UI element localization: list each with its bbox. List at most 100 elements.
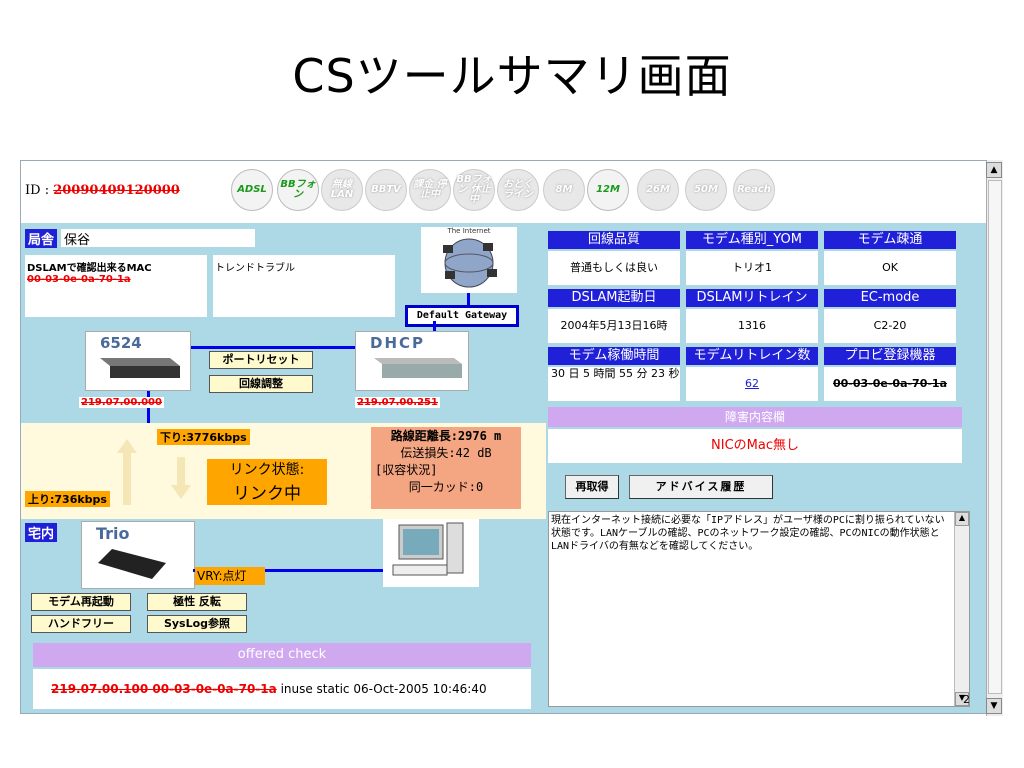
pc-device — [383, 519, 479, 587]
vry-status: VRY:点灯 — [195, 567, 265, 585]
internet-caption: The Internet — [447, 227, 491, 235]
offered-check-row: 219.07.00.100 00-03-0e-0a-70-1a inuse st… — [33, 669, 531, 709]
status-label: モデム稼働時間 — [548, 347, 680, 365]
advice-history-button[interactable]: アドバイス履歴 — [629, 475, 773, 499]
dhcp-gateway-line — [433, 321, 436, 333]
status-value: 00-03-0e-0a-70-1a — [824, 367, 956, 401]
dhcp-label: DHCP — [370, 334, 426, 352]
slide-title: CSツールサマリ画面 — [292, 49, 732, 103]
service-pill: BBフォン 休止中 — [453, 169, 495, 211]
status-label: EC-mode — [824, 289, 956, 307]
line-loss: 伝送損失:42 dB — [400, 446, 492, 460]
modem-device: Trio — [81, 521, 195, 589]
service-pill: 50M — [685, 169, 727, 211]
dslam-device: 6524 — [85, 331, 191, 391]
service-pill: 26M — [637, 169, 679, 211]
advice-textarea[interactable]: 現在インターネット接続に必要な「IPアドレス」がユーザ様のPCに割り振られていな… — [548, 511, 970, 707]
dhcp-icon — [374, 358, 462, 378]
id-label: ID : — [25, 183, 50, 198]
status-value: 1316 — [686, 309, 818, 343]
dhcp-device: DHCP — [355, 331, 469, 391]
service-pill: 無線LAN — [321, 169, 363, 211]
service-pill: 課金 停止中 — [409, 169, 451, 211]
status-label: プロビ登録機器 — [824, 347, 956, 365]
service-pill: ADSL — [231, 169, 273, 211]
default-gateway: Default Gateway — [405, 305, 519, 327]
status-value: 2004年5月13日16時 — [548, 309, 680, 343]
dslam-dhcp-line — [189, 346, 375, 349]
home-label: 宅内 — [25, 523, 58, 542]
scroll-down-icon[interactable]: ▼ — [986, 698, 1002, 714]
link-status-value: リンク中 — [233, 484, 301, 504]
fault-title: 障害内容欄 — [548, 407, 962, 427]
same-card: 同一カッド:0 — [408, 480, 484, 494]
advice-text: 現在インターネット接続に必要な「IPアドレス」がユーザ様のPCに割り振られていな… — [551, 515, 945, 552]
down-arrow-icon — [171, 457, 191, 499]
status-value: OK — [824, 251, 956, 285]
status-value[interactable]: 62 — [686, 367, 818, 401]
service-pill: 12M — [587, 169, 629, 211]
service-pill: BBTV — [365, 169, 407, 211]
service-pill: おとく ライン — [497, 169, 539, 211]
line-adjust-button[interactable]: 回線調整 — [209, 375, 313, 393]
mac-box: DSLAMで確認出来るMAC 00-03-0e-0a-70-1a — [25, 255, 207, 317]
accommodation-caption: [収容状況] — [375, 463, 438, 477]
offered-redacted: 219.07.00.100 00-03-0e-0a-70-1a — [51, 682, 277, 696]
dslam-ip: 219.07.00.000 — [79, 397, 164, 408]
hands-free-button[interactable]: ハンドフリー — [31, 615, 131, 633]
trend-box: トレンドトラブル — [213, 255, 395, 317]
polarity-reverse-button[interactable]: 極性 反転 — [147, 593, 247, 611]
customer-id: ID : 20090409120000 — [25, 183, 180, 198]
up-arrow-icon — [117, 439, 137, 505]
link-status-label: リンク状態: — [229, 462, 305, 478]
reacquire-button[interactable]: 再取得 — [565, 475, 619, 499]
scroll-up-icon[interactable]: ▲ — [986, 162, 1002, 178]
status-label: モデム種別_YOM — [686, 231, 818, 249]
mac-value: 00-03-0e-0a-70-1a — [27, 274, 131, 285]
status-label: 回線品質 — [548, 231, 680, 249]
line-distance: 路線距離長:2976 m — [390, 429, 502, 443]
syslog-button[interactable]: SysLog参照 — [147, 615, 247, 633]
mac-caption: DSLAMで確認出来るMAC — [27, 263, 152, 274]
advice-scroll-down-icon[interactable]: ▼ — [955, 692, 969, 706]
line-info: 路線距離長:2976 m 伝送損失:42 dB [収容状況] 同一カッド:0 — [371, 427, 521, 509]
dslam-label: 6524 — [100, 334, 142, 352]
modem-icon — [98, 549, 166, 579]
scroll-thumb[interactable] — [988, 180, 1002, 694]
dslam-icon — [100, 358, 180, 378]
service-pill: 8M — [543, 169, 585, 211]
advice-scroll-up-icon[interactable]: ▲ — [955, 512, 969, 526]
upstream-rate: 上り:736kbps — [25, 491, 110, 507]
port-reset-button[interactable]: ポートリセット — [209, 351, 313, 369]
status-value: C2-20 — [824, 309, 956, 343]
trend-caption: トレンドトラブル — [215, 263, 295, 274]
internet-image: The Internet — [421, 227, 517, 293]
office-label: 局舎 — [25, 229, 58, 248]
service-pill: Reach — [733, 169, 775, 211]
modem-name: Trio — [96, 524, 130, 543]
offered-text: inuse static 06-Oct-2005 10:46:40 — [280, 682, 487, 696]
office-name: 保谷 — [61, 229, 255, 248]
modem-pc-line — [193, 569, 383, 572]
globe-icon — [443, 238, 497, 288]
gateway-line — [467, 293, 470, 307]
pc-icon — [392, 522, 464, 576]
id-value: 20090409120000 — [53, 183, 180, 198]
modem-restart-button[interactable]: モデム再起動 — [31, 593, 131, 611]
service-pill: BBフォン — [277, 169, 319, 211]
link-status: リンク状態: リンク中 — [207, 459, 327, 505]
status-label: モデム疎通 — [824, 231, 956, 249]
status-value: 30 日 5 時間 55 分 23 秒 — [548, 367, 680, 401]
status-label: モデムリトレイン数 — [686, 347, 818, 365]
status-label: DSLAM起動日 — [548, 289, 680, 307]
status-value: 普通もしくは良い — [548, 251, 680, 285]
fault-value: NICのMac無し — [548, 429, 962, 463]
advice-scrollbar[interactable]: ▲ ▼ — [954, 512, 969, 706]
downstream-rate: 下り:3776kbps — [157, 429, 250, 445]
status-label: DSLAMリトレイン — [686, 289, 818, 307]
status-value: トリオ1 — [686, 251, 818, 285]
dhcp-ip: 219.07.00.251 — [355, 397, 440, 408]
page-number: 2 — [963, 693, 970, 706]
